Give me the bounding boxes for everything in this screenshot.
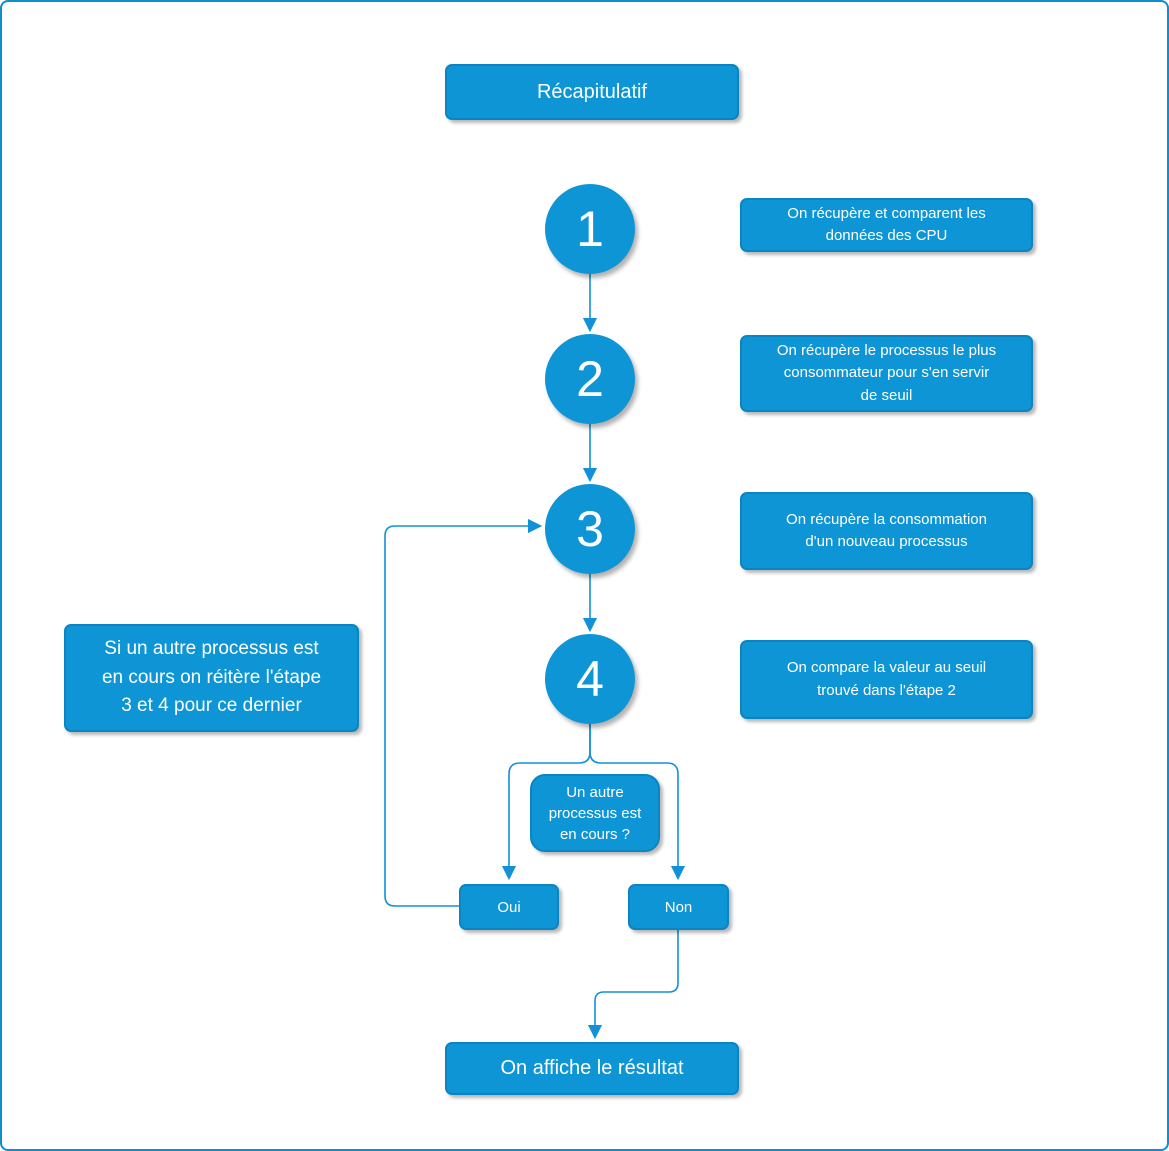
- step-number-3: 3: [576, 501, 604, 557]
- step-number-2: 2: [576, 351, 604, 407]
- result-label: On affiche le résultat: [500, 1057, 684, 1079]
- connector-non-result: [587, 930, 679, 1040]
- step-description-4: On compare la valeur au seuil trouvé dan…: [740, 640, 1033, 719]
- connector-oui-loop-step3: [384, 518, 543, 907]
- step-description-3: On récupère la consommation d'un nouveau…: [740, 492, 1033, 570]
- decision-box: Un autre processus est en cours ?: [530, 774, 660, 852]
- step-description-1: On récupère et comparent les données des…: [740, 198, 1033, 252]
- title-box: Récapitulatif: [445, 64, 739, 120]
- result-box: On affiche le résultat: [445, 1042, 739, 1095]
- loop-note-box: Si un autre processus est en cours on ré…: [64, 624, 359, 732]
- step-number-4: 4: [576, 651, 604, 707]
- step-description-2: On récupère le processus le plus consomm…: [740, 335, 1033, 412]
- step-circle-2: 2: [545, 334, 635, 424]
- oui-box: Oui: [459, 884, 559, 930]
- non-box: Non: [628, 884, 729, 930]
- oui-label: Oui: [497, 898, 521, 916]
- step-number-1: 1: [576, 201, 604, 257]
- step-circle-4: 4: [545, 634, 635, 724]
- non-label: Non: [664, 898, 693, 916]
- title-label: Récapitulatif: [536, 80, 648, 103]
- step-circle-1: 1: [545, 184, 635, 274]
- step-circle-3: 3: [545, 484, 635, 574]
